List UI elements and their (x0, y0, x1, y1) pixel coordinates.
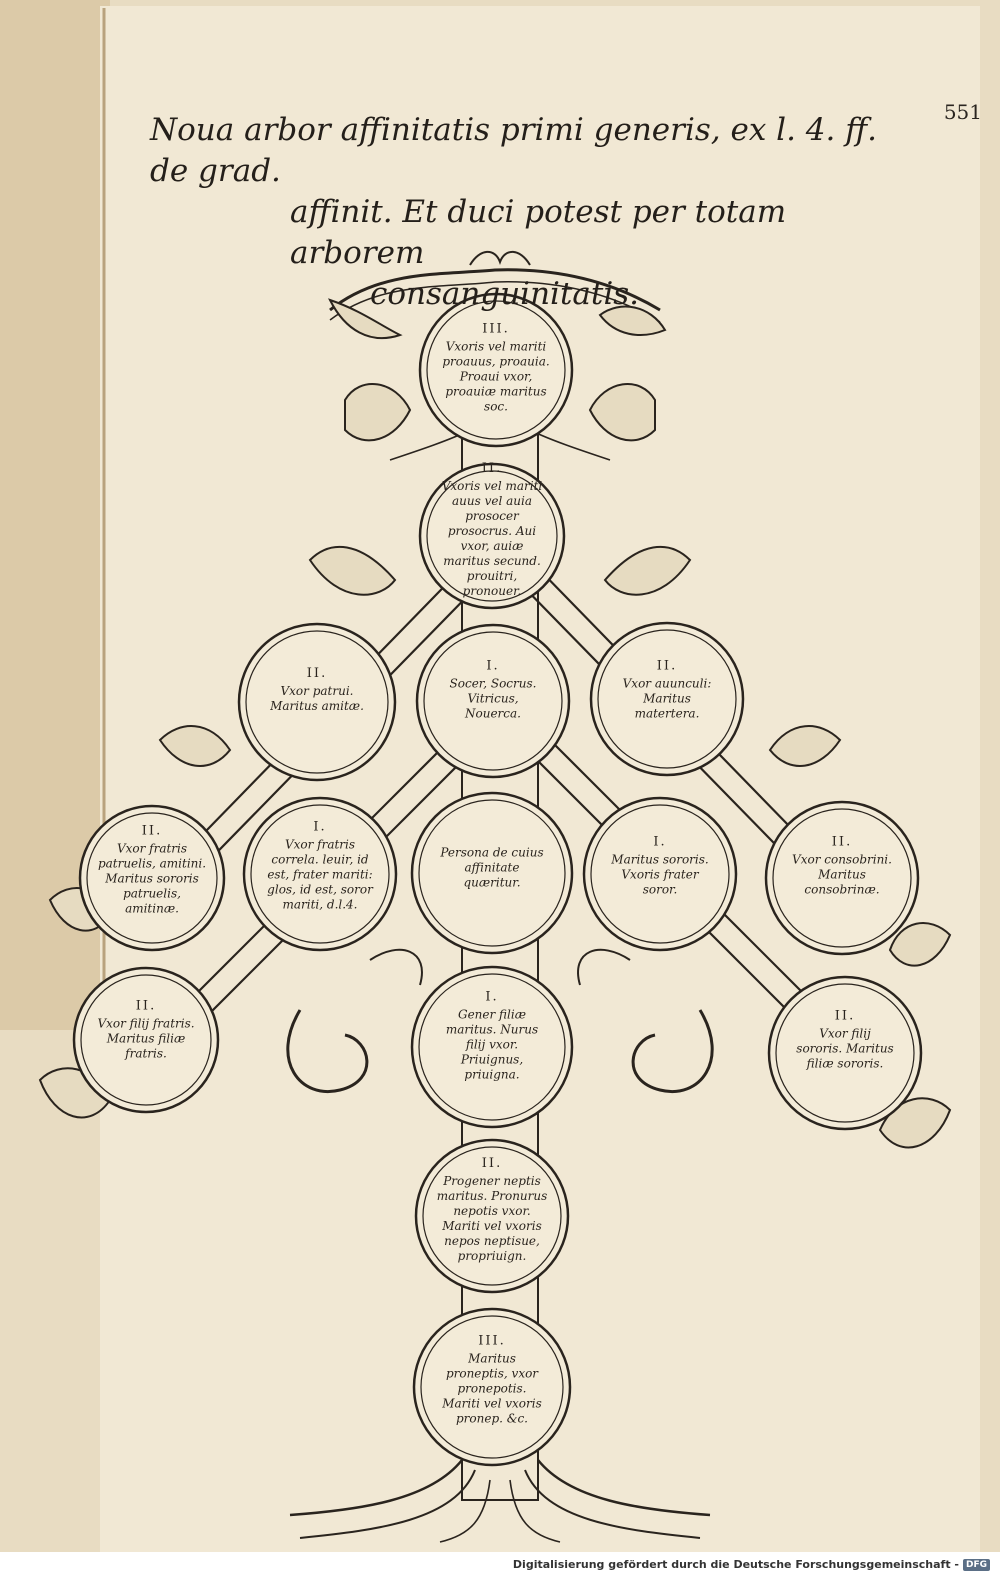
node-top1: I. Socer, Socrus. Vitricus, Nouerca. (438, 659, 548, 722)
node-text: Vxor fratris correla. leuir, id est, fra… (267, 837, 373, 912)
node-degree: II. (831, 834, 853, 850)
page-title: Noua arbor affinitatis primi generis, ex… (140, 110, 900, 315)
node-degree: II. (656, 658, 678, 674)
funding-credit: Digitalisierung gefördert durch die Deut… (512, 1558, 959, 1571)
paper-page (100, 6, 980, 1552)
node-bottom3: III. Maritus proneptis, vxor pronepotis.… (437, 1334, 547, 1427)
node-degree: III. (478, 1333, 506, 1349)
node-degree: I. (313, 819, 327, 835)
title-line-1: Noua arbor affinitatis primi generis, ex… (150, 112, 878, 189)
node-text: Vxor fratris patruelis, amitini. Maritus… (97, 841, 207, 916)
node-left-upper: II. Vxor patrui. Maritus amitæ. (267, 666, 367, 714)
node-text: Vxor patrui. Maritus amitæ. (270, 684, 364, 713)
node-degree: II. (141, 823, 163, 839)
node-degree: II. (481, 1156, 503, 1171)
node-text: Persona de cuius affinitate quæritur. (440, 845, 544, 890)
node-left-low: II. Vxor filij fratris. Maritus filiæ fr… (96, 999, 196, 1062)
node-text: Maritus sororis. Vxoris frater soror. (611, 852, 709, 897)
node-text: Vxor filij sororis. Maritus filiæ sorori… (796, 1026, 894, 1071)
node-text: Vxoris vel mariti proauus, proauia. Proa… (442, 339, 550, 414)
node-right-mid-outer: II. Vxor consobrini. Maritus consobrinæ. (792, 835, 892, 898)
node-top2: II. Vxoris vel mariti auus vel auia pros… (436, 461, 548, 599)
node-text: Vxoris vel mariti auus vel auia prosocer… (441, 479, 543, 598)
title-line-2: affinit. Et duci potest per totam arbore… (290, 194, 787, 271)
node-top3: III. Vxoris vel mariti proauus, proauia.… (437, 322, 555, 415)
node-text: Progener neptis maritus. Pronurus nepoti… (436, 1174, 548, 1263)
page-number: 551 (943, 100, 982, 124)
node-text: Socer, Socrus. Vitricus, Nouerca. (449, 676, 537, 721)
node-right-low: II. Vxor filij sororis. Maritus filiæ so… (795, 1009, 895, 1072)
node-degree: II. (834, 1008, 856, 1024)
node-text: Vxor consobrini. Maritus consobrinæ. (792, 852, 892, 897)
node-degree: II. (306, 666, 328, 681)
node-text: Maritus proneptis, vxor pronepotis. Mari… (442, 1351, 542, 1426)
footer-bar: Digitalisierung gefördert durch die Deut… (0, 1552, 1000, 1577)
node-degree: III. (482, 321, 510, 337)
node-degree: I. (485, 989, 499, 1005)
node-right-upper: II. Vxor auunculi: Maritus matertera. (617, 659, 717, 722)
node-bottom2: II. Progener neptis maritus. Pronurus ne… (433, 1156, 551, 1264)
node-degree: I. (653, 834, 667, 850)
node-left-mid-inner: I. Vxor fratris correla. leuir, id est, … (261, 820, 379, 913)
title-line-3: consanguinitatis. (370, 276, 640, 312)
node-degree: II. (481, 461, 503, 476)
node-bottom1: I. Gener filiæ maritus. Nurus filij vxor… (435, 990, 549, 1083)
node-right-mid-inner: I. Maritus sororis. Vxoris frater soror. (610, 835, 710, 898)
node-degree: I. (486, 658, 500, 674)
dfg-logo: DFG (962, 1558, 990, 1571)
node-text: Vxor filij fratris. Maritus filiæ fratri… (97, 1016, 195, 1061)
node-center: Persona de cuius affinitate quæritur. (437, 846, 547, 891)
node-degree: II. (135, 998, 157, 1014)
node-text: Vxor auunculi: Maritus matertera. (622, 676, 712, 721)
node-text: Gener filiæ maritus. Nurus filij vxor. P… (445, 1007, 539, 1082)
node-left-mid-outer: II. Vxor fratris patruelis, amitini. Mar… (97, 824, 207, 917)
